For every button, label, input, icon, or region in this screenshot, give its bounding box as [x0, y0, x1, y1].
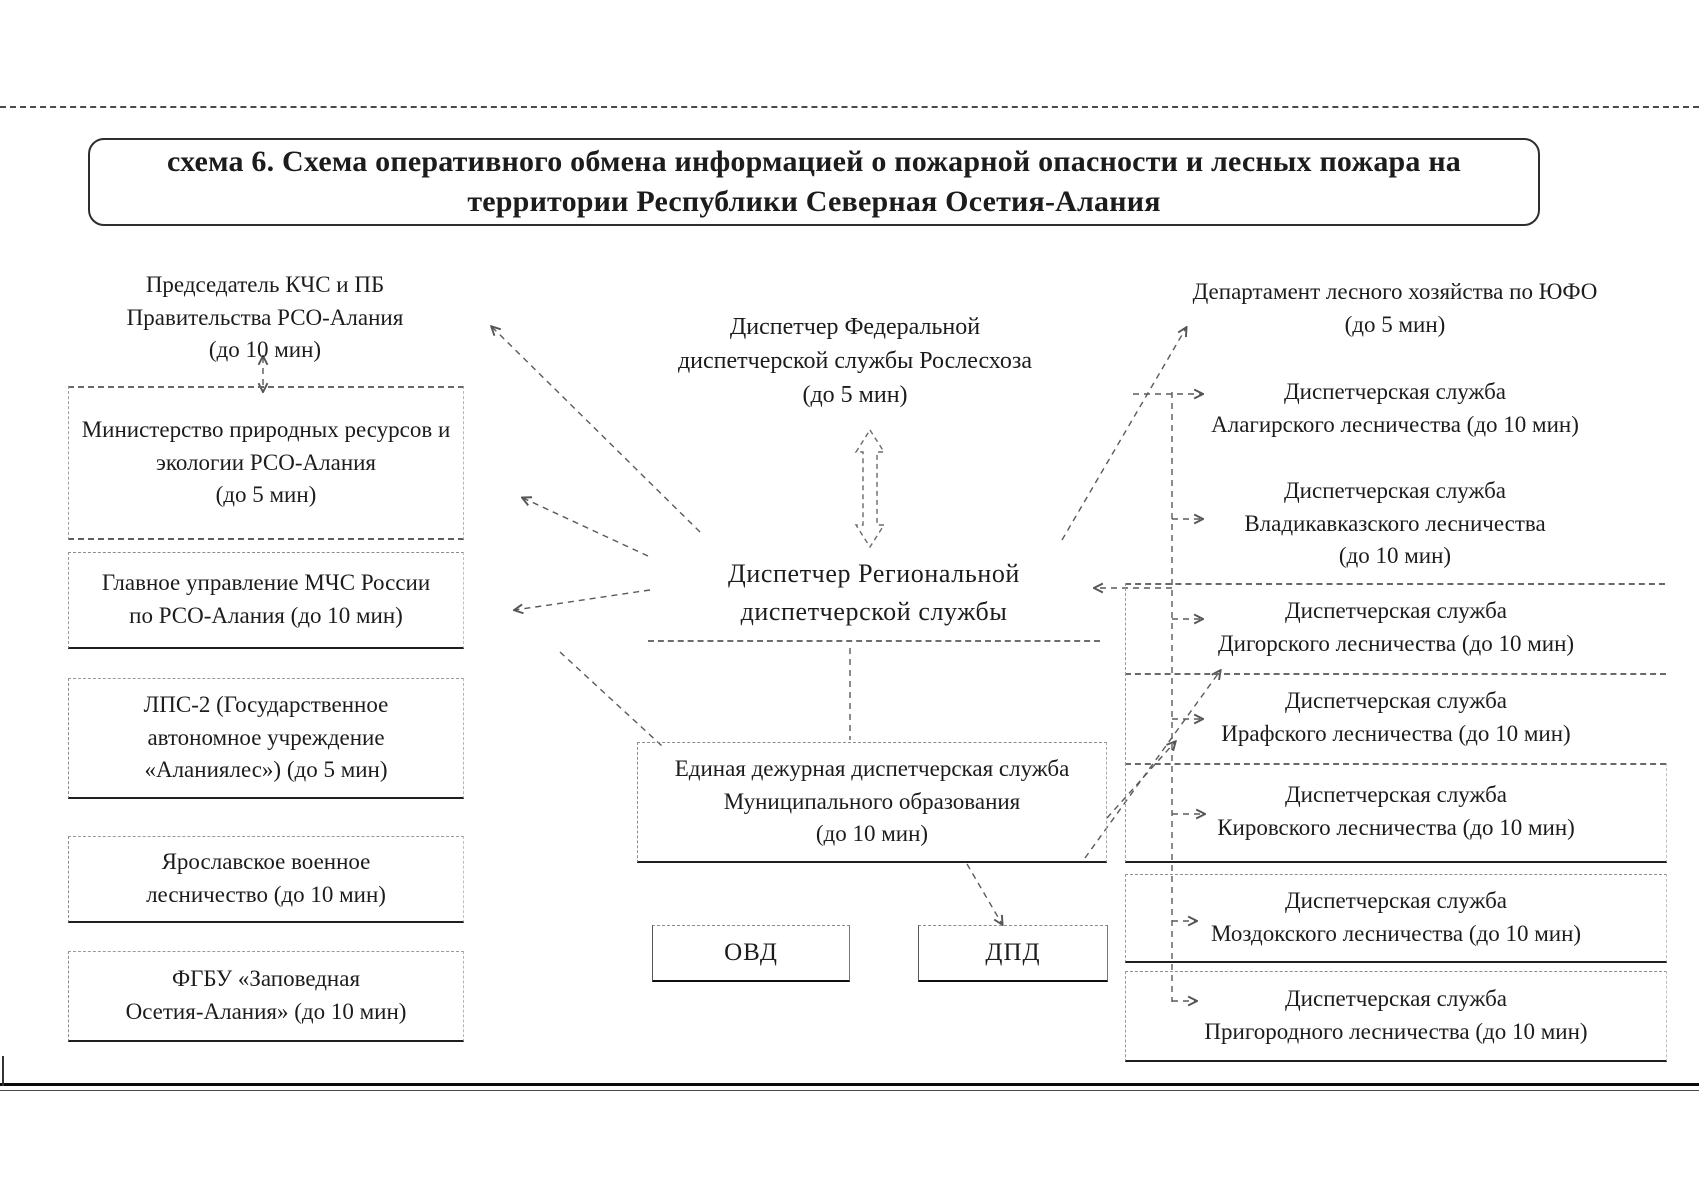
bottom-divider-line-thin [0, 1090, 1699, 1091]
text-line: диспетчерской службы [740, 596, 1008, 626]
text-line: Владикавказского лесничества [1244, 510, 1546, 536]
node-vladikavkazsky-forestry: Диспетчерская служба Владикавказского ле… [1125, 465, 1665, 585]
text-line: Алагирского лесничества (до 10 мин) [1211, 412, 1579, 437]
text-line: (до 10 мин) [815, 821, 929, 847]
node-digorsky-forestry: Диспетчерская служба Дигорского лесничес… [1125, 583, 1666, 675]
text-line: «Аланиялес») (до 5 мин) [144, 757, 388, 783]
arrow-regional-to-ministry [523, 498, 649, 557]
text-line: лесничество (до 10 мин) [146, 882, 386, 907]
bottom-divider-line [0, 1083, 1699, 1086]
text-line: экологии РСО-Алания [155, 449, 377, 475]
node-kirovsky-forestry: Диспетчерская служба Кировского лесничес… [1125, 763, 1667, 863]
node-irafsky-forestry: Диспетчерская служба Ирафского лесничест… [1125, 673, 1666, 765]
text-line: ФГБУ «Заповедная [171, 966, 361, 992]
text-line: автономное учреждение [147, 724, 385, 750]
node-ministry-natural-resources: Министерство природных ресурсов и эколог… [68, 386, 464, 540]
text-line: ЛПС-2 (Государственное [143, 692, 389, 718]
text-line: Диспетчерская служба [1283, 478, 1506, 504]
text-line: Правительства РСО-Алания [126, 304, 404, 330]
top-divider-line [0, 106, 1699, 108]
text-line: Диспетчерская служба [1284, 598, 1507, 624]
node-prigorodny-forestry: Диспетчерская служба Пригородного леснич… [1125, 971, 1667, 1062]
text-line: ОВД [724, 939, 778, 966]
text-line: Диспетчерская служба [1284, 986, 1507, 1012]
text-line: (до 5 мин) [1344, 312, 1446, 337]
text-line: (до 5 мин) [802, 382, 908, 409]
title-line: схема 6. Схема оперативного обмена инфор… [166, 145, 1462, 179]
left-edge-tick [2, 1056, 4, 1086]
text-line: Ирафского лесничества (до 10 мин) [1221, 721, 1571, 746]
text-line: Департамент лесного хозяйства по ЮФО [1192, 279, 1598, 305]
node-ovd: ОВД [652, 925, 850, 982]
arrow-unified-to-dpd [966, 863, 1002, 924]
node-yaroslavskoe-military-forestry: Ярославское военное лесничество (до 10 м… [68, 836, 464, 923]
block-arrow-federal-regional [854, 428, 886, 549]
text-line: (до 10 мин) [1338, 543, 1452, 569]
text-line: Диспетчерская служба [1284, 688, 1507, 714]
text-line: (до 5 мин) [215, 482, 317, 508]
text-line: Осетия-Алания» (до 10 мин) [125, 999, 407, 1024]
node-fgbu-zapovednaya: ФГБУ «Заповедная Осетия-Алания» (до 10 м… [68, 951, 464, 1042]
text-line: диспетчерской службы Рослесхоза [677, 347, 1033, 374]
text-line: Кировского лесничества (до 10 мин) [1217, 815, 1575, 840]
node-mchs-directorate: Главное управление МЧС России по РСО-Ала… [68, 552, 464, 649]
text-line: Единая дежурная диспетчерская служба [674, 756, 1070, 782]
text-line: Диспетчер Федеральной [729, 313, 981, 340]
text-line: Муниципального образования [723, 788, 1021, 814]
text-line: Диспетчерская служба [1283, 379, 1506, 405]
node-forestry-department-yufo: Департамент лесного хозяйства по ЮФО (до… [1125, 272, 1665, 346]
text-line: Пригородного лесничества (до 10 мин) [1204, 1019, 1588, 1044]
text-line: ДПД [985, 939, 1041, 966]
line-left-to-unified [559, 651, 663, 747]
node-lps2-alaniyales: ЛПС-2 (Государственное автономное учрежд… [68, 678, 464, 799]
text-line: по РСО-Алания (до 10 мин) [129, 603, 403, 628]
node-alagirsky-forestry: Диспетчерская служба Алагирского лесниче… [1125, 372, 1665, 446]
node-federal-dispatcher: Диспетчер Федеральной диспетчерской служ… [630, 308, 1080, 414]
text-line: Министерство природных ресурсов и [81, 417, 451, 443]
text-line: Моздокского лесничества (до 10 мин) [1210, 921, 1582, 946]
title-line: территории Республики Северная Осетия-Ал… [467, 185, 1161, 218]
node-dpd: ДПД [918, 925, 1108, 982]
text-line: (до 10 мин) [208, 337, 322, 363]
text-line: Главное управление МЧС России [101, 570, 431, 596]
node-unified-duty-dispatch-service: Единая дежурная диспетчерская служба Мун… [637, 742, 1107, 863]
diagram-title-box: схема 6. Схема оперативного обмена инфор… [88, 138, 1540, 226]
text-line: Диспетчерская служба [1284, 888, 1507, 914]
arrow-regional-to-mchs [515, 589, 651, 610]
text-line: Диспетчерская служба [1284, 782, 1507, 808]
text-line: Диспетчер Региональной [728, 558, 1020, 588]
node-chairman-kchs: Председатель КЧС и ПБ Правительства РСО-… [75, 268, 455, 368]
text-line: Председатель КЧС и ПБ [145, 272, 385, 298]
text-line: Дигорского лесничества (до 10 мин) [1217, 631, 1575, 656]
node-mozdoksky-forestry: Диспетчерская служба Моздокского лесниче… [1125, 874, 1667, 963]
node-regional-dispatcher: Диспетчер Региональной диспетчерской слу… [648, 545, 1100, 642]
text-line: Ярославское военное [161, 849, 371, 875]
